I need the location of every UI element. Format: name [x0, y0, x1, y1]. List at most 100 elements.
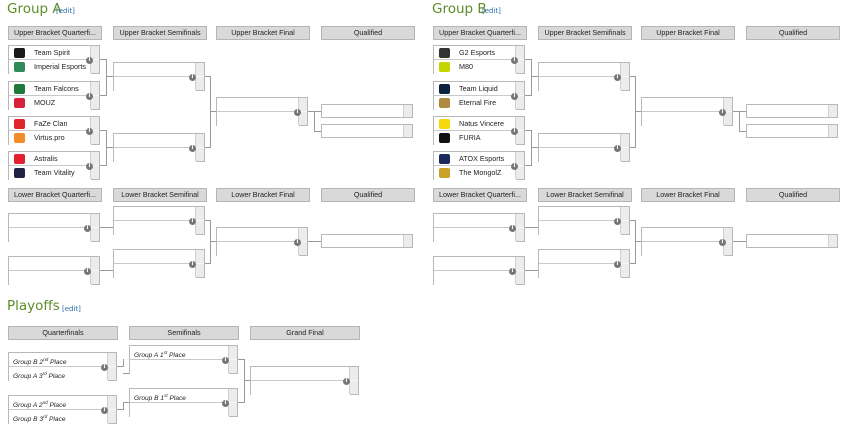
group-b-ub-sf-match-1[interactable]: i	[538, 62, 630, 91]
team-name: Eternal Fire	[459, 98, 497, 107]
match-info-icon[interactable]: i	[511, 57, 518, 64]
playoffs-sf-match-1[interactable]: Group A 1st Place i	[129, 345, 238, 374]
team-slot	[114, 134, 196, 148]
match-info-icon[interactable]: i	[343, 378, 350, 385]
group-b-header-qualified: Qualified	[746, 26, 840, 40]
match-info-icon[interactable]: i	[222, 357, 229, 364]
team-slot	[114, 221, 196, 235]
group-a-ub-qf-match-2[interactable]: Team Falcons MOUZ i	[8, 81, 100, 110]
score-cell	[515, 214, 524, 227]
astralis-logo-icon	[14, 154, 25, 164]
group-a-ub-qf-match-1[interactable]: Team Spirit Imperial Esports i	[8, 45, 100, 74]
score-cell	[90, 166, 99, 179]
group-b-ub-qf-match-3[interactable]: Natus Vincere FURIA i	[433, 116, 525, 145]
match-info-icon[interactable]: i	[719, 109, 726, 116]
group-b-header-lb-qualified: Qualified	[746, 188, 840, 202]
match-info-icon[interactable]: i	[101, 407, 108, 414]
match-info-icon[interactable]: i	[509, 225, 516, 232]
score-cell	[620, 134, 629, 147]
match-info-icon[interactable]: i	[84, 268, 91, 275]
score-cell	[90, 46, 99, 59]
score-cell	[298, 112, 307, 125]
team-slot: Group B 1st Place	[130, 389, 229, 403]
playoffs-qf-match-2[interactable]: Group A 2nd Place Group B 3rd Place i	[8, 395, 117, 424]
match-info-icon[interactable]: i	[614, 74, 621, 81]
match-info-icon[interactable]: i	[719, 239, 726, 246]
team-slot	[9, 271, 91, 285]
group-b-header-lb-qf: Lower Bracket Quarterfi...	[433, 188, 527, 202]
group-a-ub-qf-match-3[interactable]: FaZe Clan Virtus.pro i	[8, 116, 100, 145]
match-info-icon[interactable]: i	[511, 93, 518, 100]
score-cell	[195, 221, 204, 234]
group-a-ub-sf-match-1[interactable]: i	[113, 62, 205, 91]
group-a-lb-sf-match-2[interactable]: i	[113, 249, 205, 278]
group-b-ub-qf-match-4[interactable]: ATOX Esports The MongolZ i	[433, 151, 525, 180]
match-info-icon[interactable]: i	[189, 218, 196, 225]
group-b-lb-sf-match-2[interactable]: i	[538, 249, 630, 278]
score-cell	[515, 271, 524, 284]
group-b-lb-sf-match-1[interactable]: i	[538, 206, 630, 235]
group-b-edit-link[interactable]: [edit]	[482, 7, 501, 15]
group-b-header-ub-qf: Upper Bracket Quarterfi...	[433, 26, 527, 40]
group-a-edit-link[interactable]: [edit]	[56, 7, 75, 15]
score-cell	[228, 403, 237, 416]
score-cell	[349, 367, 358, 380]
team-name: Imperial Esports	[34, 62, 86, 71]
group-b-ub-qf-match-2[interactable]: Team Liquid Eternal Fire i	[433, 81, 525, 110]
group-b-ub-final-match[interactable]: i	[641, 97, 733, 126]
match-info-icon[interactable]: i	[86, 57, 93, 64]
score-cell	[195, 148, 204, 161]
match-info-icon[interactable]: i	[189, 74, 196, 81]
match-info-icon[interactable]: i	[294, 109, 301, 116]
match-info-icon[interactable]: i	[86, 163, 93, 170]
match-info-icon[interactable]: i	[614, 261, 621, 268]
group-a-lb-sf-match-1[interactable]: i	[113, 206, 205, 235]
match-info-icon[interactable]: i	[294, 239, 301, 246]
group-a-lb-qf-match-2[interactable]: i	[8, 256, 100, 285]
match-info-icon[interactable]: i	[101, 364, 108, 371]
team-slot	[642, 98, 724, 112]
team-slot	[217, 228, 299, 242]
playoffs-grand-final-match[interactable]: i	[250, 366, 359, 395]
score-cell	[195, 250, 204, 263]
team-slot: Natus Vincere	[434, 117, 516, 131]
match-info-icon[interactable]: i	[511, 128, 518, 135]
team-slot	[114, 207, 196, 221]
team-slot: ATOX Esports	[434, 152, 516, 166]
group-a-ub-sf-match-2[interactable]: i	[113, 133, 205, 162]
team-name: Virtus.pro	[34, 133, 65, 142]
group-a-lb-qf-match-1[interactable]: i	[8, 213, 100, 242]
group-b-lb-qf-match-2[interactable]: i	[433, 256, 525, 285]
match-info-icon[interactable]: i	[222, 400, 229, 407]
team-slot: G2 Esports	[434, 46, 516, 60]
score-cell	[515, 46, 524, 59]
playoffs-sf-match-2[interactable]: Group B 1st Place i	[129, 388, 238, 417]
group-b-header-ub-sf: Upper Bracket Semifinals	[538, 26, 632, 40]
group-a-ub-qf-match-4[interactable]: Astralis Team Vitality i	[8, 151, 100, 180]
group-b-lb-qf-match-1[interactable]: i	[433, 213, 525, 242]
team-slot: Team Spirit	[9, 46, 91, 60]
match-info-icon[interactable]: i	[86, 93, 93, 100]
group-a-lb-final-match[interactable]: i	[216, 227, 308, 256]
team-slot	[539, 134, 621, 148]
match-info-icon[interactable]: i	[86, 128, 93, 135]
match-info-icon[interactable]: i	[84, 225, 91, 232]
score-cell	[107, 396, 116, 409]
score-cell	[515, 82, 524, 95]
placement-label: Group A 2nd Place	[13, 400, 67, 410]
group-a-ub-final-match[interactable]: i	[216, 97, 308, 126]
match-info-icon[interactable]: i	[509, 268, 516, 275]
match-info-icon[interactable]: i	[189, 145, 196, 152]
score-cell	[90, 82, 99, 95]
match-info-icon[interactable]: i	[511, 163, 518, 170]
match-info-icon[interactable]: i	[189, 261, 196, 268]
group-b-ub-sf-match-2[interactable]: i	[538, 133, 630, 162]
score-cell	[90, 228, 99, 241]
score-cell	[228, 360, 237, 373]
group-b-lb-final-match[interactable]: i	[641, 227, 733, 256]
group-b-ub-qf-match-1[interactable]: G2 Esports M80 i	[433, 45, 525, 74]
match-info-icon[interactable]: i	[614, 145, 621, 152]
playoffs-edit-link[interactable]: [edit]	[62, 305, 81, 313]
playoffs-qf-match-1[interactable]: Group B 2nd Place Group A 3rd Place i	[8, 352, 117, 381]
match-info-icon[interactable]: i	[614, 218, 621, 225]
